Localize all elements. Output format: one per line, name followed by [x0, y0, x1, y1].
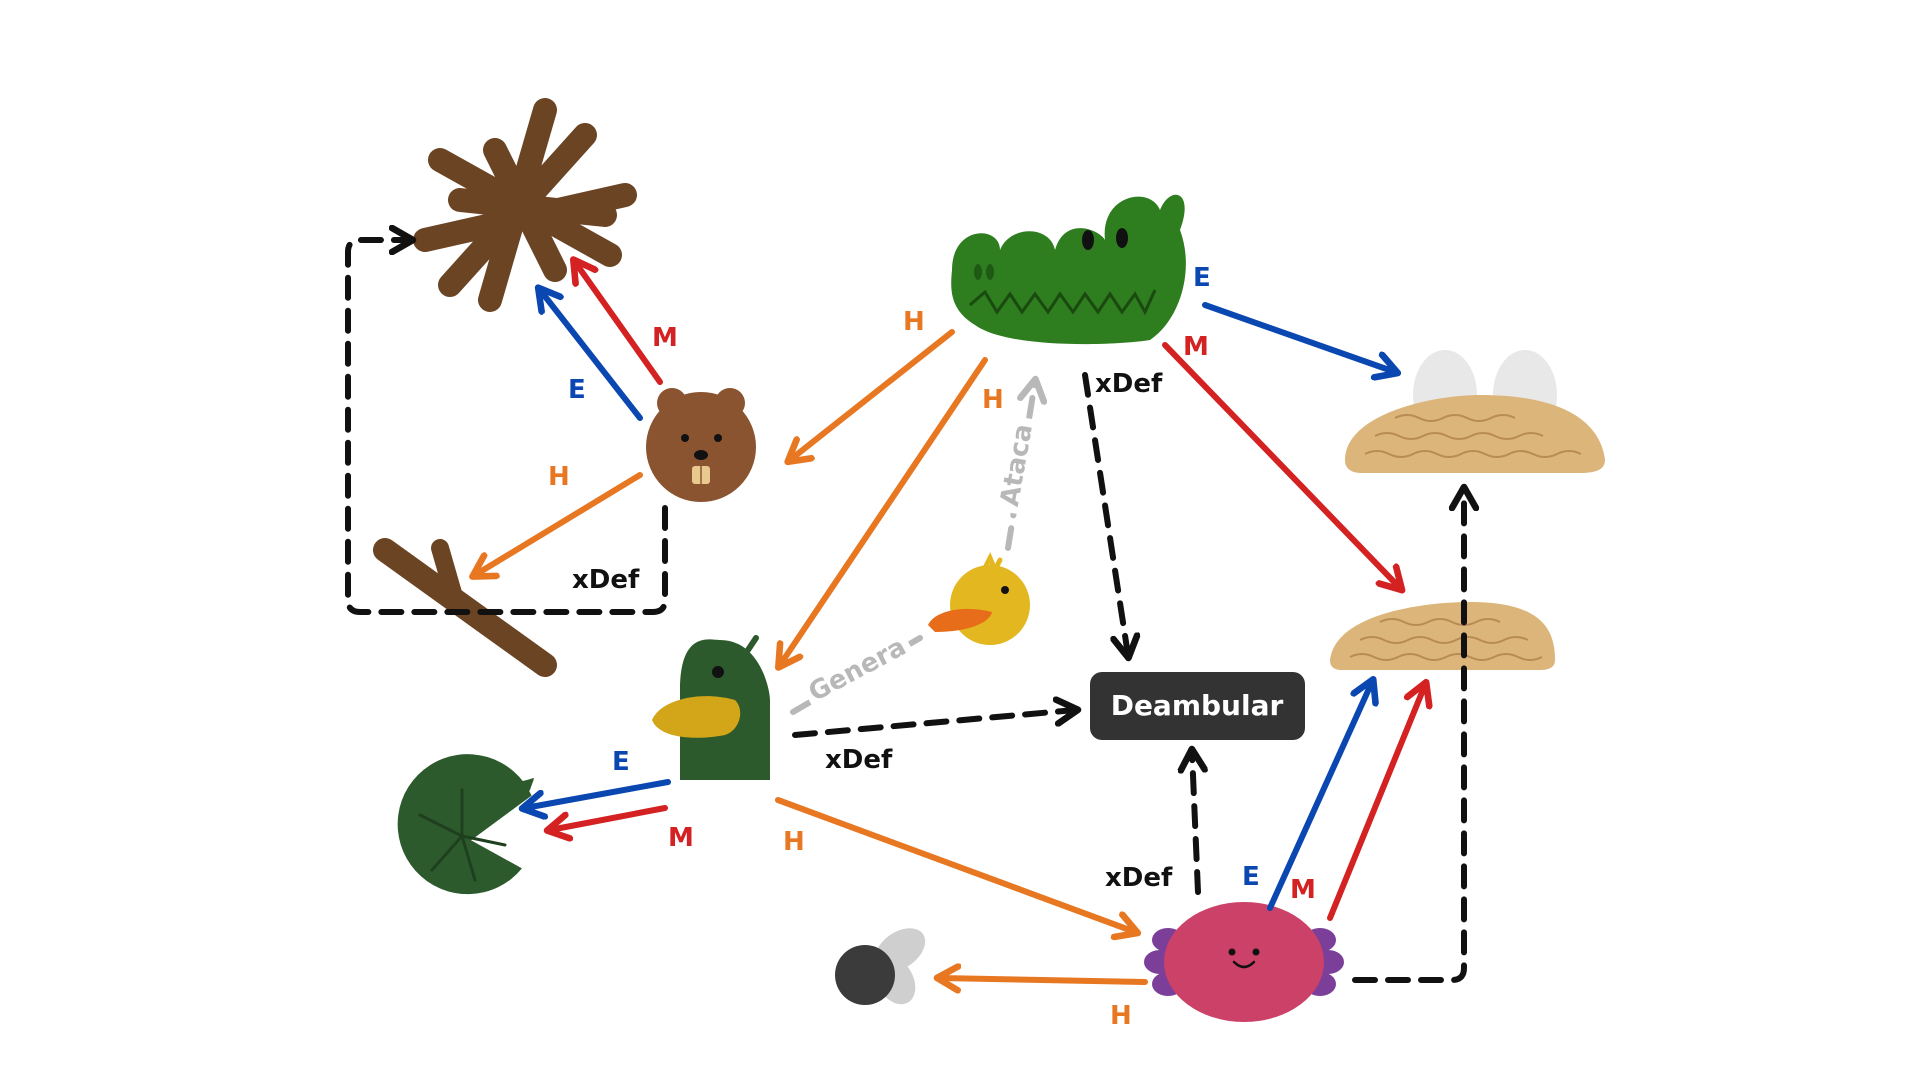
sand-nest-with-eggs-icon — [1345, 350, 1605, 473]
label-xdef-duck: xDef — [825, 745, 893, 775]
edge-labels: H H H H H M M M M E E E E xDef xDef xDef… — [548, 263, 1316, 1031]
label-h-beaver-stick: H — [548, 462, 570, 492]
arrow-m-croc-mound — [1162, 342, 1400, 588]
arrow-xdef-croc-deambular — [1082, 372, 1128, 655]
label-e-axolotl-mound: E — [1242, 862, 1260, 892]
crocodile-icon — [951, 194, 1186, 345]
label-h-croc-beaver: H — [903, 307, 925, 337]
label-xdef-croc: xDef — [1095, 369, 1163, 399]
arrow-h-axolotl-fly — [940, 978, 1148, 982]
duckling-icon — [928, 551, 1030, 645]
label-e-duck-lilypad: E — [612, 747, 630, 777]
arrow-h-duck-axolotl — [775, 797, 1135, 932]
label-m-duck-lilypad: M — [668, 823, 694, 853]
beaver-icon — [646, 388, 756, 502]
genera-label-group: Genera — [797, 624, 918, 713]
label-m-croc-mound: M — [1183, 332, 1209, 362]
lily-pad-icon — [397, 754, 534, 895]
ataca-label-group: Ataca — [990, 414, 1042, 516]
label-e-croc-nest: E — [1193, 263, 1211, 293]
label-e-beaver-logs: E — [568, 375, 586, 405]
label-xdef-axolotl: xDef — [1105, 863, 1173, 893]
label-h-axolotl-fly: H — [1110, 1001, 1132, 1031]
arrow-m-beaver-logs — [575, 262, 663, 385]
fly-icon — [835, 928, 926, 1005]
label-h-duck-axolotl: H — [783, 827, 805, 857]
arrow-e-croc-nest — [1202, 302, 1395, 372]
label-xdef-stick: xDef — [572, 565, 640, 595]
arrow-h-croc-duck — [780, 357, 988, 665]
axolotl-icon — [1144, 902, 1344, 1022]
arrow-m-axolotl-mound — [1327, 685, 1425, 921]
duck-icon — [652, 635, 770, 780]
arrow-e-beaver-logs — [540, 290, 643, 421]
arrow-xdef-axolotl-deambular — [1192, 752, 1198, 895]
sand-mound-icon — [1330, 602, 1555, 670]
arrow-xdef-stick-loop — [345, 240, 668, 615]
arrow-m-duck-lilypad — [550, 805, 668, 830]
log-pile-icon — [413, 98, 637, 312]
arrow-xdef-axolotl-nest — [1352, 490, 1464, 983]
arrow-xdef-duck-deambular — [792, 710, 1075, 738]
arrow-e-duck-lilypad — [525, 779, 671, 808]
arrow-h-beaver-stick — [475, 472, 643, 575]
arrow-e-axolotl-mound — [1267, 682, 1372, 911]
arrow-h-croc-beaver — [790, 329, 955, 460]
label-m-axolotl-mound: M — [1290, 875, 1316, 905]
deambular-box: Deambular — [1090, 672, 1305, 740]
label-m-beaver-logs: M — [652, 323, 678, 353]
deambular-label: Deambular — [1111, 689, 1284, 722]
stick-icon — [373, 538, 557, 677]
label-h-croc-duck: H — [982, 385, 1004, 415]
